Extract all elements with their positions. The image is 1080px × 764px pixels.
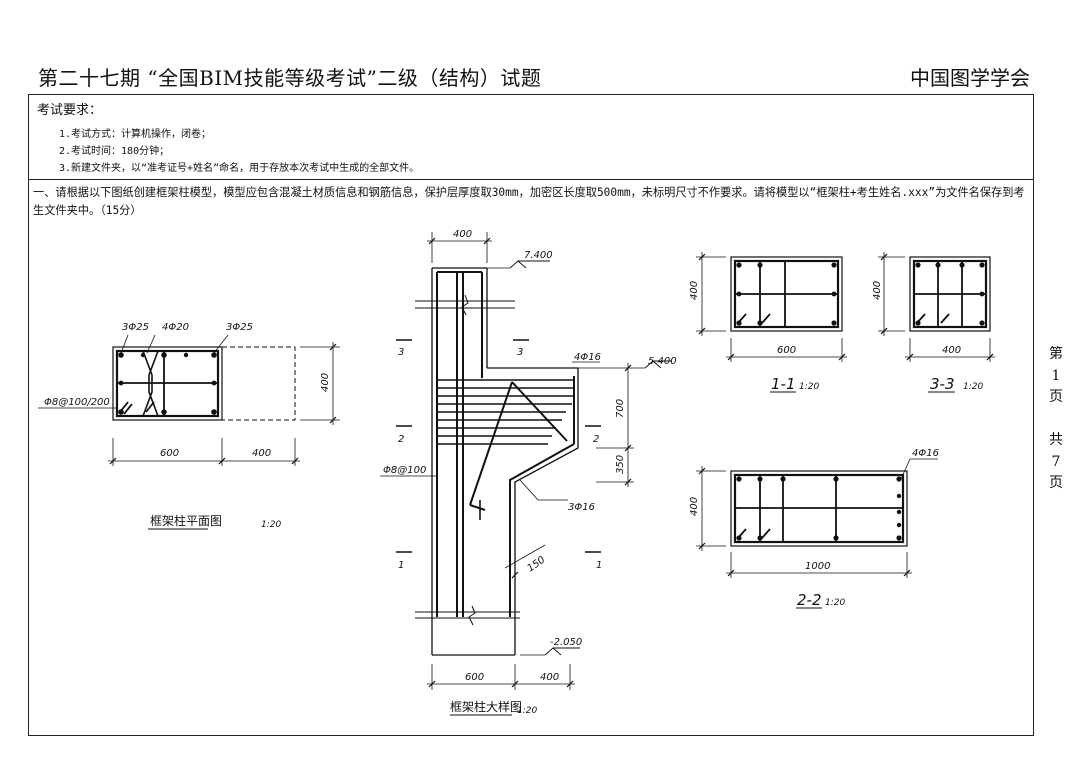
page-title: 第二十七期 “全国BIM技能等级考试”二级（结构）试题 bbox=[38, 66, 542, 90]
elev-elevation-corbel: 5.400 bbox=[648, 356, 677, 367]
elev-scale: 1:20 bbox=[517, 706, 537, 716]
section-mark-2-right: 2 bbox=[593, 434, 599, 445]
s22-dim-height: 400 bbox=[689, 497, 700, 516]
s22-title: 2-2 bbox=[797, 591, 822, 609]
page-info-char: 1 bbox=[1051, 367, 1061, 384]
elev-dim-h1: 700 bbox=[615, 399, 626, 418]
s22-rebar-label: 4Φ16 bbox=[912, 448, 939, 459]
elev-elevation-bottom: -2.050 bbox=[550, 637, 582, 648]
page-info-char: 第 bbox=[1049, 346, 1063, 362]
requirement-item: 1.考试方式：计算机操作，闭卷； bbox=[59, 129, 212, 140]
page-info-char: 页 bbox=[1049, 475, 1063, 491]
elev-dim-slope: 150 bbox=[525, 554, 547, 574]
elev-dim-bottom-a: 600 bbox=[465, 672, 484, 683]
column-elevation-view bbox=[380, 232, 672, 716]
section-1-1 bbox=[696, 252, 847, 393]
s11-dim-height: 400 bbox=[689, 281, 700, 300]
elev-dim-bottom-b: 400 bbox=[540, 672, 559, 683]
elev-dim-top-width: 400 bbox=[453, 229, 472, 240]
requirement-item: 3.新建文件夹，以“准考证号+姓名”命名，用于存放本次考试中生成的全部文件。 bbox=[59, 163, 420, 174]
plan-column-outline bbox=[112, 346, 223, 421]
plan-rebar-mid-label: 4Φ20 bbox=[162, 322, 189, 333]
section-mark-3-left: 3 bbox=[398, 347, 404, 358]
s11-scale: 1:20 bbox=[799, 382, 819, 392]
elev-top-bars-label: 4Φ16 bbox=[574, 352, 601, 363]
plan-rebar-left-label: 3Φ25 bbox=[122, 322, 149, 333]
page-info-char: 页 bbox=[1049, 389, 1063, 405]
question-text: 一、请根据以下图纸创建框架柱模型，模型应包含混凝土材质信息和钢筋信息，保护层厚度… bbox=[33, 186, 1025, 217]
section-mark-1-left: 1 bbox=[398, 560, 404, 571]
plan-title: 框架柱平面图 bbox=[150, 513, 222, 528]
page-number-info: 第 1 页 共 7 页 bbox=[1046, 344, 1066, 495]
s33-dim-height: 400 bbox=[872, 281, 883, 300]
elev-stirrup-label: Φ8@100 bbox=[383, 465, 426, 476]
requirement-item: 2.考试时间：180分钟； bbox=[59, 146, 170, 157]
section-mark-3-right: 3 bbox=[517, 347, 523, 358]
plan-dim-height: 400 bbox=[320, 373, 331, 392]
requirements-block: 考试要求： 1.考试方式：计算机操作，闭卷； 2.考试时间：180分钟； 3.新… bbox=[29, 95, 1033, 180]
page-info-char: 7 bbox=[1051, 453, 1061, 470]
s22-dim-width: 1000 bbox=[805, 561, 830, 572]
elevation-title: 框架柱大样图 bbox=[450, 699, 522, 714]
elev-bottom-bars-label: 3Φ16 bbox=[568, 502, 595, 513]
plan-rebar-right-label: 3Φ25 bbox=[226, 322, 253, 333]
organization-name: 中国图学学会 bbox=[910, 66, 1030, 90]
section-3-3 bbox=[878, 252, 995, 393]
section-mark-1-right: 1 bbox=[596, 560, 602, 571]
plan-scale: 1:20 bbox=[261, 520, 281, 530]
s33-scale: 1:20 bbox=[963, 382, 983, 392]
plan-dim-width-a: 600 bbox=[160, 448, 179, 459]
s11-title: 1-1 bbox=[771, 375, 796, 393]
plan-dim-width-b: 400 bbox=[252, 448, 271, 459]
plan-stirrup-label: Φ8@100/200 bbox=[44, 397, 110, 408]
column-plan-view bbox=[38, 334, 340, 530]
plan-dashed-extension bbox=[221, 346, 296, 421]
section-2-2 bbox=[696, 458, 938, 609]
s11-dim-width: 600 bbox=[777, 345, 796, 356]
section-mark-2-left: 2 bbox=[398, 434, 404, 445]
s22-scale: 1:20 bbox=[825, 598, 845, 608]
page-info-char: 共 bbox=[1049, 432, 1063, 448]
s33-title: 3-3 bbox=[930, 375, 955, 393]
elev-dim-h2: 350 bbox=[615, 455, 626, 474]
drawing-frame: 考试要求： 1.考试方式：计算机操作，闭卷； 2.考试时间：180分钟； 3.新… bbox=[28, 94, 1034, 736]
elev-elevation-top: 7.400 bbox=[524, 250, 553, 261]
requirements-heading: 考试要求： bbox=[37, 103, 103, 118]
s33-dim-width: 400 bbox=[942, 345, 961, 356]
